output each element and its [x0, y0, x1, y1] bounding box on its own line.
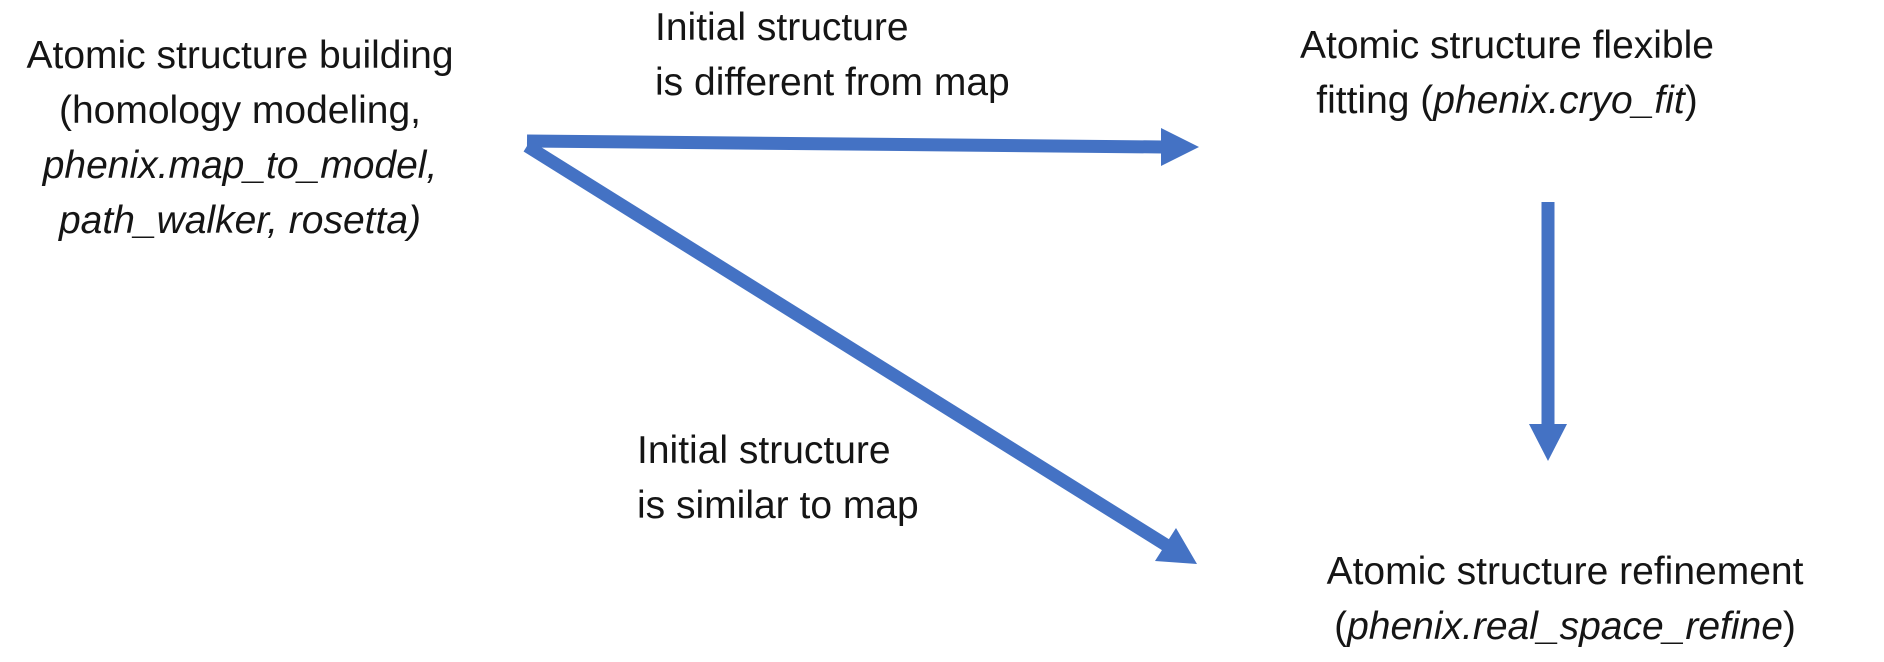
edge-label-different-from-map: Initial structure is different from map [655, 0, 1010, 110]
arrow-head [1529, 424, 1567, 461]
arrow-fitting-to-refinement [1529, 202, 1567, 461]
edge-label-similar-line2: is similar to map [637, 484, 919, 527]
node-refinement-line2-suffix: ) [1782, 605, 1796, 648]
node-building-line4: path_walker, rosetta) [58, 199, 422, 242]
node-fitting-line1: Atomic structure flexible [1300, 24, 1714, 67]
node-refinement-line2-prefix: ( [1334, 605, 1348, 648]
node-refinement-line2-command: phenix.real_space_refine [1347, 605, 1783, 648]
node-atomic-structure-refinement: Atomic structure refinement (phenix.real… [1245, 544, 1884, 654]
edge-label-different-line2: is different from map [655, 61, 1010, 104]
node-building-line3: phenix.map_to_model, [42, 144, 438, 187]
arrow-head [1155, 528, 1197, 564]
edge-label-similar-to-map: Initial structure is similar to map [637, 423, 919, 533]
node-atomic-structure-flexible-fitting: Atomic structure flexible fitting (pheni… [1272, 18, 1742, 128]
arrow-head [1161, 128, 1199, 166]
arrow-building-to-refinement [523, 140, 1197, 564]
node-fitting-line2-suffix: ) [1684, 79, 1698, 122]
node-refinement-line1: Atomic structure refinement [1326, 550, 1804, 593]
node-fitting-line2-command: phenix.cryo_fit [1433, 79, 1685, 122]
node-building-line2: (homology modeling, [58, 89, 422, 132]
node-fitting-line2-prefix: fitting ( [1316, 79, 1434, 122]
arrow-shaft [526, 134, 1164, 154]
arrow-building-to-fitting [526, 128, 1199, 166]
edge-label-different-line1: Initial structure [655, 6, 909, 49]
arrow-shaft [523, 140, 1170, 551]
edge-label-similar-line1: Initial structure [637, 429, 891, 472]
node-fitting-line2: fitting (phenix.cryo_fit) [1272, 73, 1742, 128]
node-refinement-line2: (phenix.real_space_refine) [1245, 599, 1884, 654]
node-atomic-structure-building: Atomic structure building (homology mode… [0, 28, 495, 248]
node-building-line1: Atomic structure building [26, 34, 454, 77]
